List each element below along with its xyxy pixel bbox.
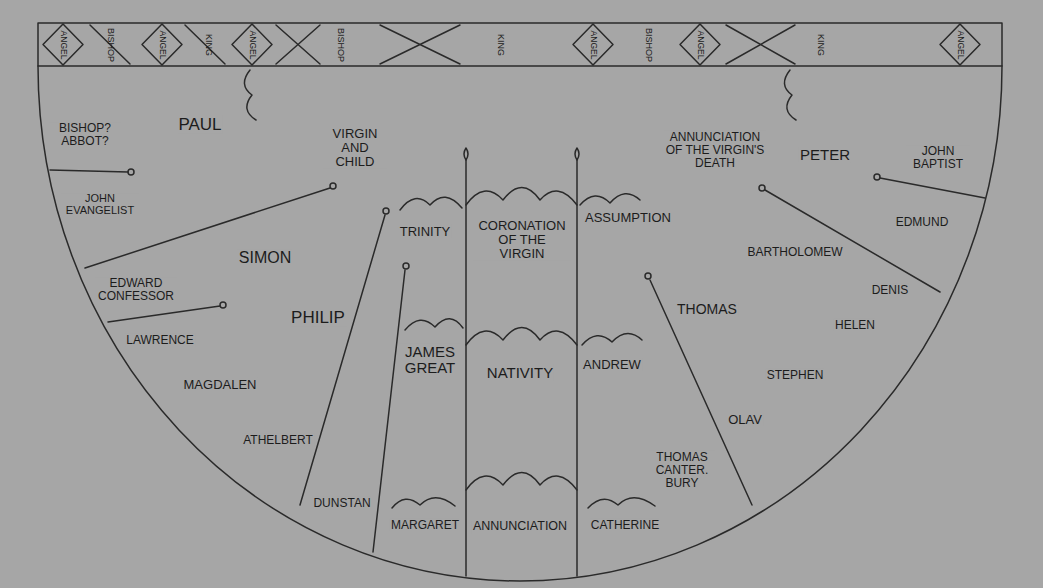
canopy [392, 498, 455, 508]
band-stroke [90, 25, 225, 64]
staff-knob [330, 183, 336, 189]
saint-label: EDWARD CONFESSOR [95, 277, 177, 303]
finial [464, 148, 579, 160]
band-cross [726, 25, 795, 64]
saint-label: JOHN EVANGELIST [61, 193, 139, 217]
band-label: KING [495, 32, 505, 56]
band-label: BISHOP [105, 26, 115, 62]
staff-knob [403, 263, 409, 269]
saint-label: NATIVITY [486, 365, 554, 381]
band-label: BISHOP [643, 26, 653, 62]
saint-label: DUNSTAN [312, 497, 371, 510]
saint-label: OLAV [727, 413, 763, 427]
saint-label: TRINITY [399, 225, 452, 239]
staff-knob [874, 174, 880, 180]
saint-label: MARGARET [390, 519, 460, 532]
staff-knob [759, 185, 765, 191]
staff-knob [128, 169, 134, 175]
angel-diamond [43, 24, 83, 65]
canopy [244, 70, 256, 120]
band-label: KING [203, 32, 213, 56]
band-label: ANGEL [157, 29, 166, 60]
angel-diamond [232, 24, 272, 65]
saint-label: BISHOP? ABBOT? [49, 122, 121, 148]
angel-diamond [573, 24, 613, 65]
shaft [576, 160, 578, 576]
saint-label: HELEN [834, 319, 876, 332]
band-label: KING [815, 32, 825, 56]
canopy [580, 194, 640, 205]
angel-diamond [940, 24, 980, 65]
staff [765, 190, 940, 292]
staff [880, 178, 985, 198]
staff [373, 270, 405, 552]
staff-knob [645, 273, 651, 279]
canopy [400, 197, 462, 210]
canopy [405, 319, 463, 330]
saint-label: JOHN BAPTIST [906, 145, 970, 171]
saint-label: PETER [799, 147, 851, 163]
canopy [466, 188, 577, 206]
saint-label: THOMAS [676, 302, 738, 317]
staff [50, 170, 128, 172]
band-label: ANGEL [58, 29, 67, 60]
band-cross [276, 25, 320, 64]
saint-label: CATHERINE [590, 519, 660, 532]
saint-label: ATHELBERT [242, 434, 314, 447]
shaft [465, 160, 467, 576]
saint-label: CORONATION OF THE VIRGIN [474, 219, 571, 261]
saint-label: ANDREW [582, 358, 642, 372]
saint-label: PAUL [177, 116, 222, 134]
canopy [466, 328, 577, 346]
staff-knob [220, 302, 226, 308]
saint-label: PHILIP [290, 309, 346, 327]
angel-diamond [142, 24, 182, 65]
saint-label: VIRGIN AND CHILD [323, 127, 387, 169]
staff [650, 280, 752, 505]
saint-label: BARTHOLOMEW [746, 246, 843, 259]
saint-label: ASSUMPTION [584, 211, 672, 225]
staff [300, 215, 385, 505]
band-label: ANGEL [955, 29, 964, 60]
angel-diamond [680, 24, 720, 65]
saint-label: THOMAS CANTER. BURY [649, 451, 715, 490]
saint-label: ANNUNCIATION OF THE VIRGIN'S DEATH [664, 131, 766, 170]
staff-knob [383, 208, 389, 214]
band-label: ANGEL [247, 29, 256, 60]
band-label: ANGEL [588, 29, 597, 60]
semicircle-outline [38, 66, 1002, 581]
saint-label: ANNUNCIATION [472, 520, 568, 534]
saint-label: DENIS [871, 284, 910, 297]
band-label: BISHOP [335, 26, 345, 62]
canopy [582, 333, 642, 345]
band-label: ANGEL [695, 29, 704, 60]
saint-label: LAWRENCE [125, 334, 195, 347]
saint-label: MAGDALEN [183, 378, 258, 392]
canopy [466, 473, 577, 491]
band-cross [380, 25, 460, 64]
canopy [588, 498, 655, 508]
staff [108, 306, 220, 322]
saint-label: JAMES GREAT [399, 344, 461, 376]
outline-group [38, 23, 1002, 581]
saint-label: STEPHEN [766, 369, 825, 382]
orphrey-band [38, 23, 1002, 66]
saint-label: EDMUND [895, 216, 950, 229]
canopy [784, 70, 796, 120]
saint-label: SIMON [238, 249, 292, 266]
